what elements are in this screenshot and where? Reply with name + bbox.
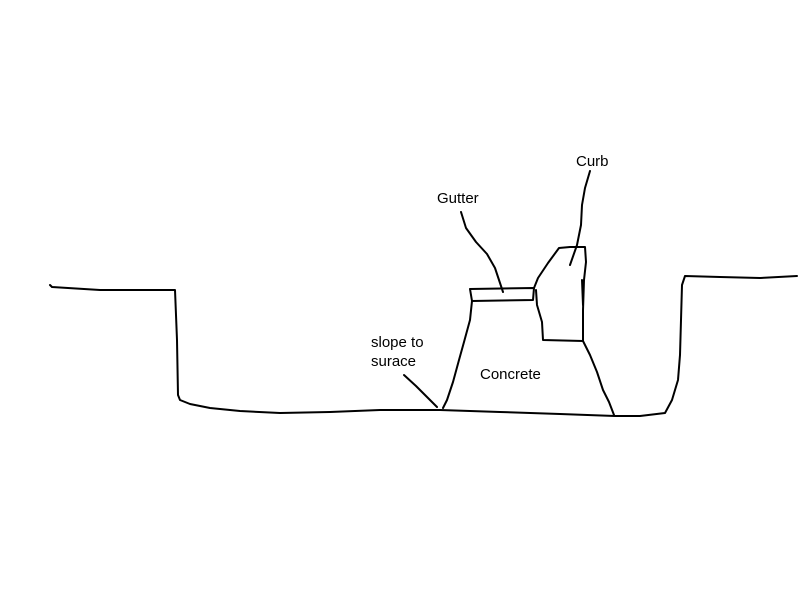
slope-label-line1: slope to [371, 334, 424, 351]
gutter-plate [469, 287, 535, 302]
curb-leader-line [569, 170, 591, 266]
slope-leader-line [403, 374, 438, 408]
concrete-right-slope [582, 340, 615, 416]
slope-label-line2: surace [371, 353, 416, 370]
concrete-left-slope [442, 300, 473, 409]
curb-inner-line [581, 279, 584, 306]
curb-outline [533, 246, 587, 342]
curb-label: Curb [576, 153, 609, 170]
concrete-label: Concrete [480, 366, 541, 383]
trench-ground-profile [49, 275, 798, 417]
gutter-label: Gutter [437, 190, 479, 207]
gutter-leader-line [460, 211, 504, 293]
